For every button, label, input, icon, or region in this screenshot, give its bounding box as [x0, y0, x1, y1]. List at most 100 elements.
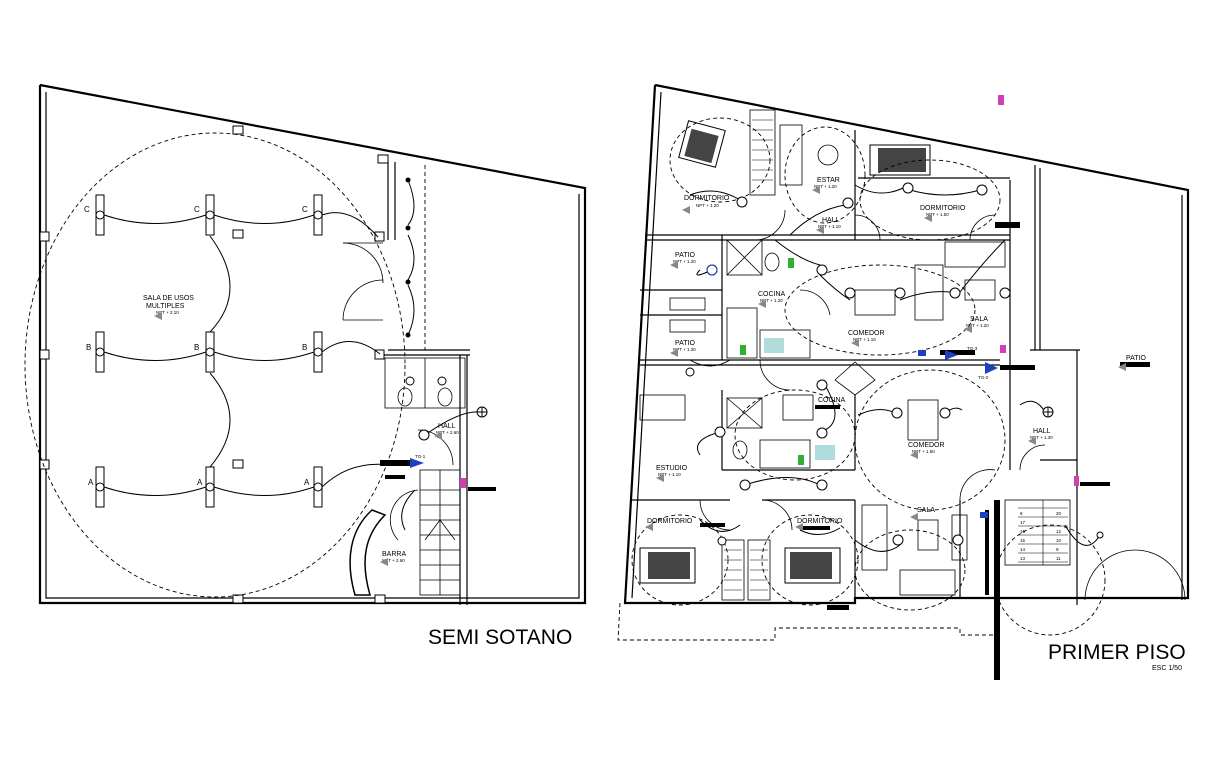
plan-title: PRIMER PISO	[1048, 641, 1186, 664]
switch-marker	[1000, 345, 1006, 353]
luminaire-fixtures	[95, 194, 323, 508]
level-label: NPT + 1.50	[912, 449, 935, 454]
toilet-icon	[764, 252, 780, 272]
scale-label: ESC 1/50	[1152, 665, 1182, 672]
stair-step-number: 14	[1020, 547, 1026, 552]
curved-bar-counter	[349, 509, 387, 596]
room-label: COMEDOR	[848, 330, 885, 337]
light-fixtures	[685, 182, 1104, 546]
room-label: PATIO	[675, 340, 696, 347]
armchair	[817, 144, 839, 166]
circuit-label: B	[302, 343, 307, 352]
semi-sotano-inner-wall	[45, 92, 580, 599]
door-arc	[342, 242, 384, 284]
bed-icon	[678, 120, 726, 168]
room-label: SALA	[917, 507, 935, 514]
wardrobe	[721, 539, 745, 601]
panel-bar	[815, 405, 840, 409]
level-label: NPT + 1.30	[1030, 435, 1053, 440]
kitchen-counter	[759, 439, 811, 469]
panel-label: TG-2	[978, 375, 989, 380]
lighting-zone-dashed	[24, 132, 406, 598]
level-markers	[154, 186, 1126, 566]
tg-marker	[980, 512, 988, 518]
stair-steps	[420, 470, 460, 595]
toilet-icon	[437, 387, 453, 407]
bed-icon	[784, 547, 841, 584]
circuit-label: C	[84, 205, 90, 214]
bed-icon	[869, 144, 931, 176]
level-label: NPT + 1.20	[696, 203, 719, 208]
level-label: NPT + 2.10	[156, 310, 179, 315]
room-label: DORMITORIO	[920, 205, 966, 212]
room-label: DORMITORIO	[647, 518, 693, 525]
door-arcs	[699, 209, 1186, 601]
panel-bar	[1080, 482, 1110, 486]
coffee-table	[964, 279, 996, 301]
switch-marker	[998, 95, 1004, 105]
toilet-icon	[732, 440, 748, 460]
circuit-label: B	[194, 343, 199, 352]
riser-conduit	[985, 510, 989, 595]
plan-title: SEMI SOTANO	[428, 626, 572, 649]
room-label: DORMITORIO	[797, 518, 843, 525]
laundry-sink	[669, 297, 706, 311]
level-label: NPT + 1.20	[760, 298, 783, 303]
room-label: ESTUDIO	[656, 465, 688, 472]
sofa	[779, 124, 803, 186]
box-cross	[726, 397, 763, 429]
bed-icon	[639, 547, 696, 584]
panel-bar	[700, 523, 725, 527]
room-label: COCINA	[818, 397, 846, 404]
stair-step-number: 10	[1056, 538, 1062, 543]
panel-bar	[940, 350, 975, 355]
stair-steps	[1018, 500, 1068, 565]
stair-step-number: 9	[1056, 547, 1059, 552]
bath-box	[726, 397, 763, 429]
sofa	[914, 264, 944, 321]
primer-piso-plan: 8 17 16 15 14 13 20 12 10 9 11	[154, 83, 1190, 680]
stair-step-number: 11	[1056, 556, 1061, 561]
sofa	[944, 241, 1006, 268]
sofa	[899, 569, 956, 596]
door-arc	[389, 489, 419, 541]
kitchen-island	[834, 361, 876, 396]
stair-step-number: 20	[1056, 511, 1062, 516]
coffee-table	[917, 519, 939, 551]
circuit-label: A	[88, 478, 94, 487]
room-label: HALL	[822, 217, 840, 224]
tg-panel-bar	[385, 475, 405, 479]
room-label: PATIO	[1126, 355, 1147, 362]
stair-step-number: 16	[1020, 529, 1026, 534]
semi-sotano-plan: C C C B B B A A A SALA DE USOS MULTIPLES…	[24, 83, 587, 649]
tg-arrow-icon	[410, 458, 424, 468]
panel-bar	[800, 526, 830, 530]
room-label: HALL	[1033, 428, 1051, 435]
room-label: SALA DE USOS	[143, 295, 194, 302]
box-cross	[726, 239, 763, 276]
outlets	[232, 177, 488, 469]
stair-step-number: 12	[1056, 529, 1062, 534]
kitchen-counter	[759, 329, 811, 359]
panel-label: TG-1	[415, 454, 426, 459]
porch-outline	[617, 602, 1000, 641]
room-label: PATIO	[675, 252, 696, 259]
stair-step-number: 15	[1020, 538, 1026, 543]
stair-step-number: 17	[1020, 520, 1026, 525]
side-chair	[951, 514, 968, 561]
kitchen-counter	[782, 394, 814, 421]
dining-table	[854, 289, 896, 316]
tg-marker	[918, 350, 926, 356]
sink-marker	[740, 345, 746, 355]
wardrobe-hatch	[724, 119, 773, 591]
room-label: DORMITORIO	[684, 195, 730, 202]
circuit-label: C	[302, 205, 308, 214]
room-label: COMEDOR	[908, 442, 945, 449]
room-label: MULTIPLES	[146, 303, 185, 310]
level-label: NPT + 1.30	[673, 347, 696, 352]
level-label: NPT + 1.10	[818, 224, 841, 229]
level-label: NPT + 1.20	[966, 323, 989, 328]
panel-bar	[468, 487, 496, 491]
tg-panel	[380, 460, 410, 466]
